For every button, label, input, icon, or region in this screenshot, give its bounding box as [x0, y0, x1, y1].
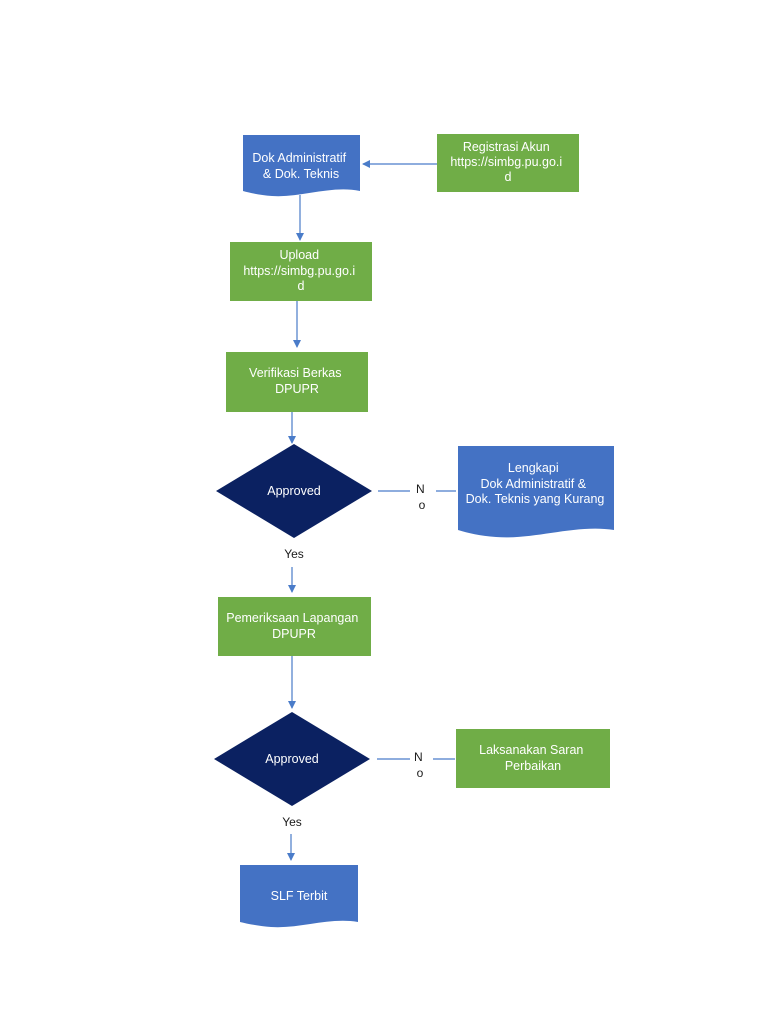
svg-text:Registrasi Akun https://: Registrasi Akun https://simbg.pu.go.i d — [450, 140, 565, 184]
node-label-line: SLF Terbit — [271, 889, 328, 903]
node-upload: Upload https://simbg.pu.go.i d — [230, 242, 372, 301]
svg-text:N o: N o — [416, 482, 428, 512]
node-label-line: https://simbg.pu.go.i — [243, 264, 355, 278]
node-dok-administratif: Dok Administratif & Dok. Teknis — [243, 135, 360, 197]
svg-text:Lengkapi Dok Administrat: Lengkapi Dok Administratif & Dok. Teknis… — [466, 461, 605, 506]
svg-text:SLF Terbit: SLF Terbit — [271, 889, 328, 903]
decision-diamond — [216, 444, 372, 538]
node-label-line: Lengkapi — [508, 461, 559, 475]
node-registrasi-akun: Registrasi Akun https://simbg.pu.go.i d — [437, 134, 579, 192]
document-shape — [458, 446, 614, 538]
node-slf-terbit: SLF Terbit — [240, 865, 358, 928]
svg-text:Pemeriksaan Lapangan DPU: Pemeriksaan Lapangan DPUPR — [226, 611, 362, 641]
node-label-line: Laksanakan Saran — [479, 743, 583, 757]
process-box — [218, 597, 371, 656]
node-decision-approved-1: Approved — [216, 444, 372, 538]
node-label-line: & Dok. Teknis — [263, 167, 339, 181]
node-pemeriksaan-lapangan: Pemeriksaan Lapangan DPUPR — [218, 597, 371, 656]
process-box — [226, 352, 368, 412]
document-shape — [243, 135, 360, 197]
node-label-line: Approved — [267, 484, 321, 498]
node-label-line: Dok Administratif & — [480, 477, 586, 491]
edge-label-no-1: N o — [416, 482, 428, 512]
edge-label-line: o — [417, 766, 424, 780]
process-box — [437, 134, 579, 192]
node-label-line: Upload — [279, 248, 319, 262]
node-label-line: DPUPR — [275, 382, 319, 396]
process-box — [230, 242, 372, 301]
node-verifikasi-berkas: Verifikasi Berkas DPUPR — [226, 352, 368, 412]
node-label-line: Pemeriksaan Lapangan — [226, 611, 358, 625]
svg-text:Approved: Approved — [265, 752, 319, 766]
svg-text:Laksanakan Saran Perbaik: Laksanakan Saran Perbaikan — [479, 743, 587, 773]
svg-text:N o: N o — [414, 750, 426, 780]
edge-label-yes-2: Yes — [282, 815, 302, 829]
edges — [287, 160, 456, 861]
edge-label-no-2: N o — [414, 750, 426, 780]
node-label-line: Perbaikan — [505, 759, 561, 773]
node-label-line: Verifikasi Berkas — [249, 366, 341, 380]
decision-diamond — [214, 712, 370, 806]
svg-text:Approved: Approved — [267, 484, 321, 498]
node-label-line: Dok Administratif — [252, 151, 346, 165]
node-label-line: Approved — [265, 752, 319, 766]
edge-label-line: N — [414, 750, 423, 764]
node-label-line: Registrasi Akun — [463, 140, 550, 154]
node-label-line: d — [298, 279, 305, 293]
svg-text:Dok Administratif & Dok.: Dok Administratif & Dok. Teknis — [252, 151, 349, 181]
document-shape — [240, 865, 358, 928]
node-laksanakan-saran: Laksanakan Saran Perbaikan — [456, 729, 610, 788]
node-label-line: Dok. Teknis yang Kurang — [466, 492, 605, 506]
process-box — [456, 729, 610, 788]
edge-label-yes-1: Yes — [284, 547, 304, 561]
edge-label-line: o — [419, 498, 426, 512]
node-decision-approved-2: Approved — [214, 712, 370, 806]
svg-text:Verifikasi Berkas DPUPR: Verifikasi Berkas DPUPR — [249, 366, 345, 396]
svg-text:Upload https://simbg.pu.: Upload https://simbg.pu.go.i d — [243, 248, 358, 293]
node-label-line: https://simbg.pu.go.i — [450, 155, 562, 169]
node-lengkapi: Lengkapi Dok Administratif & Dok. Teknis… — [458, 446, 614, 538]
node-label-line: d — [505, 170, 512, 184]
node-label-line: DPUPR — [272, 627, 316, 641]
edge-label-line: N — [416, 482, 425, 496]
